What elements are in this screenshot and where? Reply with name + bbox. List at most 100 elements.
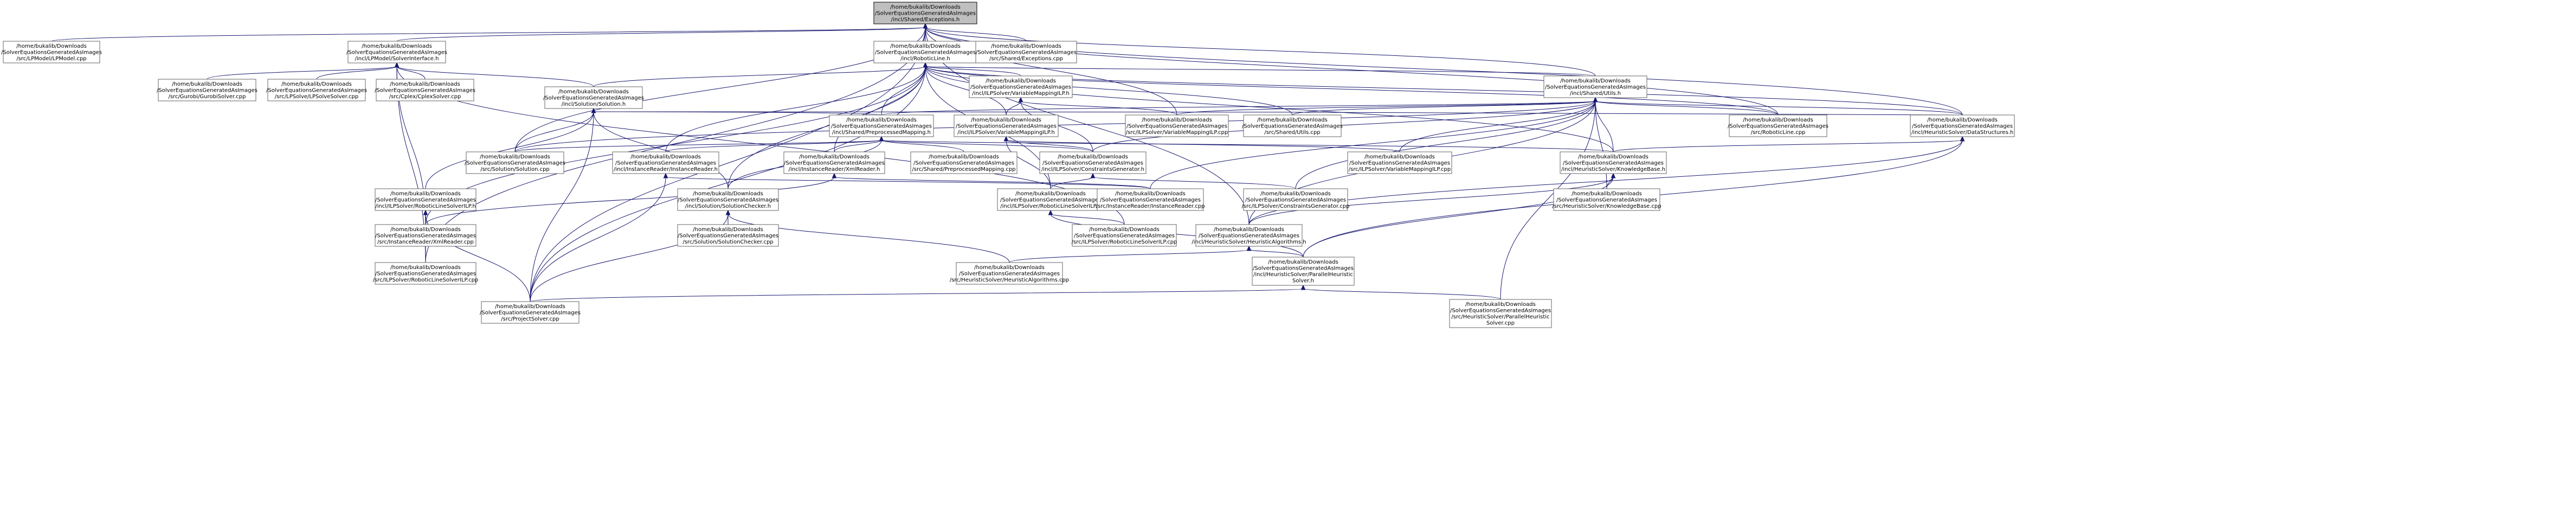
graph-node-ilp-solver-variable-mapping-ilp-h[interactable]: /home/bukalib/Downloads/SolverEquationsG… [954, 114, 1059, 137]
node-label-line: /incl/Solution/SolutionChecker.h [685, 203, 771, 209]
node-box [969, 75, 1073, 98]
dependency-edge [925, 27, 1596, 76]
node-label-line: /incl/Shared/PreprocessedMapping.h [832, 130, 931, 136]
graph-node-knowledge-base-cpp[interactable]: /home/bukalib/Downloads/SolverEquationsG… [1552, 188, 1661, 211]
graph-node-ilp-solver-robotic-line-solver-ilp-h[interactable]: /home/bukalib/Downloads/SolverEquationsG… [997, 188, 1104, 211]
dependency-edge [425, 66, 926, 225]
edge-arrowhead [923, 62, 928, 68]
node-box [677, 224, 779, 247]
dependency-edge [1092, 176, 1296, 189]
node-label-line: /SolverEquationsGeneratedAsImages [678, 197, 778, 203]
graph-node-ilp-constraints-generator-h[interactable]: /home/bukalib/Downloads/SolverEquationsG… [1039, 151, 1147, 174]
graph-node-solution-cpp[interactable]: /home/bukalib/Downloads/SolverEquationsG… [465, 151, 565, 174]
edge-arrowhead [663, 172, 668, 178]
node-label-line: /SolverEquationsGeneratedAsImages [1, 49, 102, 55]
graph-node-xml-reader-h[interactable]: /home/bukalib/Downloads/SolverEquationsG… [783, 151, 885, 174]
graph-node-variable-mapping-lp-cpp[interactable]: /home/bukalib/Downloads/SolverEquationsG… [1125, 114, 1229, 137]
graph-node-robotic-line-solver-ilp-h[interactable]: /home/bukalib/Downloads/SolverEquationsG… [375, 188, 476, 211]
node-label-line: /incl/ILPSolver/VariableMappingILP.h [972, 91, 1069, 97]
graph-node-cplex-solver-cpp[interactable]: /home/bukalib/Downloads/SolverEquationsG… [375, 79, 475, 101]
graph-node-robotic-line-cpp[interactable]: /home/bukalib/Downloads/SolverEquationsG… [1728, 114, 1828, 137]
node-label-line: /home/bukalib/Downloads [281, 81, 352, 87]
graph-node-shared-preprocessed-mapping-cpp[interactable]: /home/bukalib/Downloads/SolverEquationsG… [910, 151, 1017, 174]
graph-node-ilp-solver-robotic-line-solver-ilp-cpp[interactable]: /home/bukalib/Downloads/SolverEquationsG… [1072, 224, 1177, 247]
node-label-line: /src/InstanceReader/XmlReader.cpp [377, 239, 474, 245]
dependency-edge [925, 66, 1007, 116]
graph-node-lp-solve-solver-cpp[interactable]: /home/bukalib/Downloads/SolverEquationsG… [266, 79, 367, 101]
node-box [910, 151, 1017, 174]
graph-node-heuristic-algorithms-cpp[interactable]: /home/bukalib/Downloads/SolverEquationsG… [950, 262, 1069, 285]
dependency-edge [1050, 213, 1125, 225]
node-label-line: /src/Gurobi/GurobiSolver.cpp [168, 94, 246, 100]
node-label-line: /src/Solution/Solution.cpp [480, 167, 550, 172]
dependency-edge [207, 66, 397, 80]
graph-node-exceptions-h[interactable]: /home/bukalib/Downloads/SolverEquationsG… [873, 2, 977, 24]
node-label-line: /home/bukalib/Downloads [1214, 227, 1284, 233]
dependency-edge [1292, 100, 1596, 116]
node-box [1072, 224, 1177, 247]
node-label-line: /SolverEquationsGeneratedAsImages [1126, 123, 1227, 129]
graph-node-robotic-line-solver-ilp-cpp[interactable]: /home/bukalib/Downloads/SolverEquationsG… [373, 262, 479, 285]
node-box [1449, 299, 1552, 328]
edge-arrowhead [1090, 172, 1096, 178]
node-label-line: /home/bukalib/Downloads [1465, 302, 1536, 308]
node-box [829, 114, 934, 137]
graph-node-shared-exceptions-cpp[interactable]: /home/bukalib/Downloads/SolverEquationsG… [975, 41, 1077, 63]
dependency-edge [925, 66, 1614, 152]
node-box [1252, 257, 1355, 286]
graph-node-lp-model-cpp[interactable]: /home/bukalib/Downloads/SolverEquationsG… [1, 41, 102, 63]
graph-node-shared-preprocessed-mapping-h[interactable]: /home/bukalib/Downloads/SolverEquationsG… [829, 114, 934, 137]
node-label-line: /SolverEquationsGeneratedAsImages [1245, 197, 1346, 203]
graph-node-instance-reader-cpp[interactable]: /home/bukalib/Downloads/SolverEquationsG… [1096, 188, 1205, 211]
node-label-line: /incl/InstanceReader/InstanceReader.h [614, 167, 718, 172]
node-layer: /home/bukalib/Downloads/SolverEquationsG… [1, 2, 2015, 328]
node-box [956, 262, 1063, 285]
graph-node-solution-checker-cpp[interactable]: /home/bukalib/Downloads/SolverEquationsG… [677, 224, 779, 247]
dependency-edge [514, 111, 594, 152]
edge-arrowhead [1611, 172, 1616, 178]
node-box [1560, 151, 1667, 174]
node-box [158, 79, 256, 101]
graph-node-constraints-generator-cpp[interactable]: /home/bukalib/Downloads/SolverEquationsG… [1242, 188, 1350, 211]
dependency-edge [1050, 213, 1304, 258]
graph-node-gurobi-solver-cpp[interactable]: /home/bukalib/Downloads/SolverEquationsG… [157, 79, 257, 101]
edge-arrowhead [923, 23, 928, 29]
graph-node-solution-h[interactable]: /home/bukalib/Downloads/SolverEquationsG… [543, 86, 644, 109]
dependency-edge [530, 288, 1304, 302]
node-label-line: /SolverEquationsGeneratedAsImages [266, 87, 367, 93]
node-label-line: /src/Cplex/CplexSolver.cpp [389, 94, 461, 100]
graph-node-heuristic-data-structures-h[interactable]: /home/bukalib/Downloads/SolverEquationsG… [1910, 114, 2015, 137]
graph-node-knowledge-base-h[interactable]: /home/bukalib/Downloads/SolverEquationsG… [1560, 151, 1667, 174]
node-label-line: /incl/ILPSolver/RoboticLineSolverILP.h [375, 203, 476, 209]
node-label-line: /home/bukalib/Downloads [1257, 117, 1328, 123]
graph-node-shared-utils-cpp[interactable]: /home/bukalib/Downloads/SolverEquationsG… [1242, 114, 1343, 137]
graph-node-lp-model-solver-iface-h[interactable]: /home/bukalib/Downloads/SolverEquationsG… [346, 41, 447, 63]
graph-node-parallel-heuristic-solver-cpp[interactable]: /home/bukalib/Downloads/SolverEquationsG… [1449, 299, 1552, 328]
node-label-line: /home/bukalib/Downloads [986, 78, 1056, 84]
graph-node-project-solver-cpp[interactable]: /home/bukalib/Downloads/SolverEquationsG… [480, 301, 581, 324]
graph-node-xml-reader-cpp[interactable]: /home/bukalib/Downloads/SolverEquationsG… [375, 224, 476, 247]
dependency-edge [727, 66, 926, 189]
graph-node-solution-checker-h[interactable]: /home/bukalib/Downloads/SolverEquationsG… [677, 188, 779, 211]
edge-arrowhead [1048, 209, 1053, 215]
node-label-line: /SolverEquationsGeneratedAsImages [157, 87, 257, 93]
graph-node-shared-utils-h[interactable]: /home/bukalib/Downloads/SolverEquationsG… [1543, 75, 1647, 98]
node-label-line: /incl/Shared/Exceptions.h [891, 17, 960, 23]
node-label-line: /SolverEquationsGeneratedAsImages [831, 123, 932, 129]
dependency-edge [665, 66, 926, 152]
node-label-line: /SolverEquationsGeneratedAsImages [1349, 160, 1450, 166]
node-label-line: /src/HeuristicSolver/ParallelHeuristic [1451, 314, 1549, 320]
dependency-edge [1020, 100, 1177, 116]
graph-node-variable-mapping-lp-h[interactable]: /home/bukalib/Downloads/SolverEquationsG… [969, 75, 1073, 98]
node-box [347, 41, 446, 63]
graph-node-parallel-heuristic-solver-h[interactable]: /home/bukalib/Downloads/SolverEquationsG… [1252, 257, 1355, 286]
node-label-line: /SolverEquationsGeneratedAsImages [913, 160, 1014, 166]
dependency-edge [1500, 100, 1596, 300]
dependency-edge [925, 27, 1779, 116]
graph-node-instance-reader-h[interactable]: /home/bukalib/Downloads/SolverEquationsG… [612, 151, 719, 174]
graph-node-heuristic-algorithms-h[interactable]: /home/bukalib/Downloads/SolverEquationsG… [1192, 224, 1306, 247]
node-label-line: /home/bukalib/Downloads [1927, 117, 1998, 123]
node-label-line: /src/LPModel/LPModel.cpp [16, 56, 86, 62]
graph-node-robotic-line-h[interactable]: /home/bukalib/Downloads/SolverEquationsG… [873, 41, 977, 63]
graph-node-ilp-solver-variable-mapping-ilp-cpp[interactable]: /home/bukalib/Downloads/SolverEquationsG… [1347, 151, 1452, 174]
